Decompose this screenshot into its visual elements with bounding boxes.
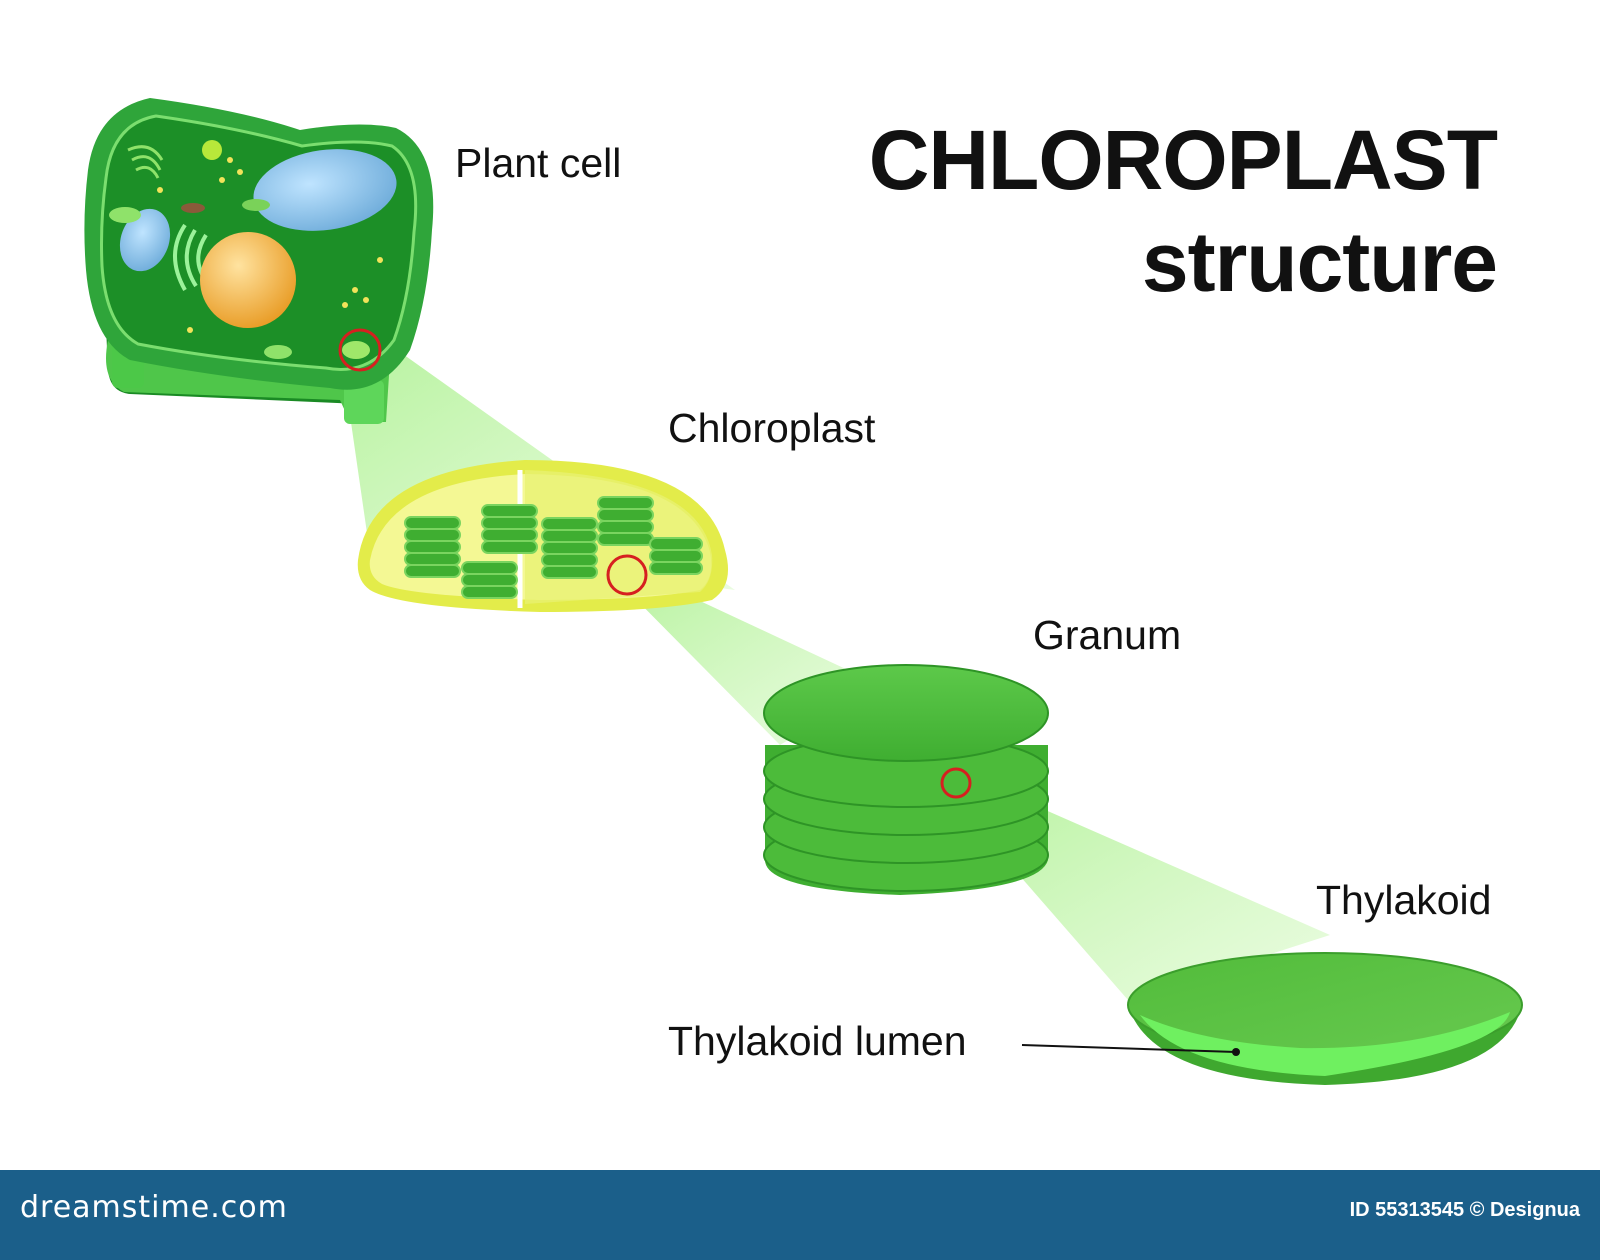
vacuole <box>253 149 397 231</box>
dreamstime-logo[interactable]: dreamstime.com <box>20 1190 288 1225</box>
image-credit: ID 55313545 © Designua <box>1349 1199 1580 1221</box>
granum-highlight-ring <box>940 767 972 799</box>
chloroplast-illustration <box>357 460 729 612</box>
label-chloroplast: Chloroplast <box>668 405 876 451</box>
nucleus <box>200 232 296 328</box>
title-line-1: CHLOROPLAST <box>868 113 1498 207</box>
title-line-2: structure <box>1141 215 1498 309</box>
label-granum: Granum <box>1033 612 1182 658</box>
thylakoid-lumen-cutaway <box>1140 1012 1510 1076</box>
chloroplast-highlight-ring <box>606 554 648 596</box>
label-plant-cell: Plant cell <box>455 140 622 186</box>
granum-illustration <box>763 664 1049 895</box>
small-vacuole <box>119 208 171 272</box>
plant-cell-illustration <box>84 98 434 424</box>
label-thylakoid-lumen: Thylakoid lumen <box>668 1018 967 1064</box>
thylakoid-lumen-pointer <box>1021 1044 1237 1053</box>
thylakoid-illustration <box>1021 952 1523 1085</box>
label-thylakoid: Thylakoid <box>1316 877 1492 923</box>
cell-highlight-ring <box>338 328 382 372</box>
footer-bar: dreamstime.com ID 55313545 © Designua <box>0 1170 1600 1260</box>
grana-stacks <box>404 496 703 599</box>
